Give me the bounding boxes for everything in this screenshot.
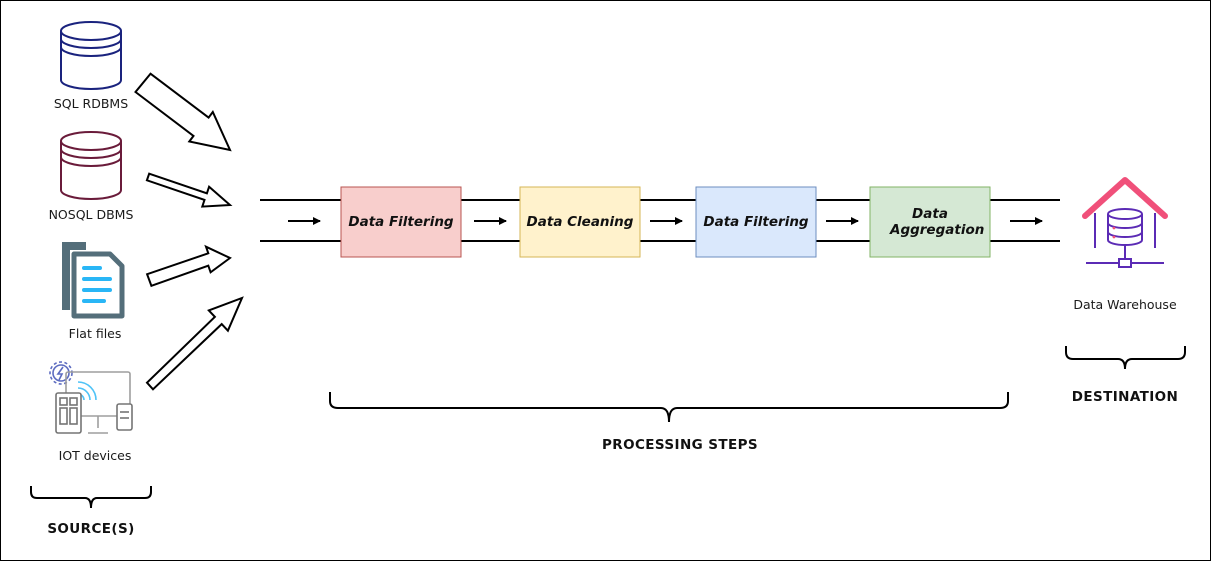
processing-brace (329, 392, 1009, 423)
destination-label: Data Warehouse (1073, 297, 1177, 312)
source-label-flat-files: Flat files (68, 326, 122, 341)
iot-devices-icon (49, 361, 133, 434)
source-arrow-4 (145, 296, 244, 391)
step-box-2 (519, 186, 641, 258)
step-box-1 (340, 186, 462, 258)
step-label-4: Data Aggregation (890, 206, 985, 238)
source-label-sql: SQL RDBMS (53, 96, 129, 111)
step-box-3 (695, 186, 817, 258)
data-warehouse-icon (1082, 177, 1168, 268)
destination-brace (1065, 346, 1186, 370)
processing-heading: PROCESSING STEPS (601, 437, 758, 453)
flat-files-icon (62, 242, 125, 319)
sql-database-icon (60, 21, 122, 90)
step-label-2: Data Cleaning (526, 214, 634, 230)
source-label-iot: IOT devices (58, 448, 132, 463)
source-arrow-1 (134, 72, 232, 152)
step-box-4 (869, 186, 991, 258)
step-label-1: Data Filtering (348, 214, 454, 230)
nosql-database-icon (60, 131, 122, 200)
step-label-3: Data Filtering (703, 214, 809, 230)
source-arrow-3 (145, 244, 232, 288)
source-arrow-2 (145, 172, 233, 208)
sources-heading: SOURCE(S) (47, 521, 135, 537)
source-label-nosql: NOSQL DBMS (48, 207, 134, 222)
destination-heading: DESTINATION (1071, 389, 1179, 405)
sources-brace (30, 486, 152, 509)
